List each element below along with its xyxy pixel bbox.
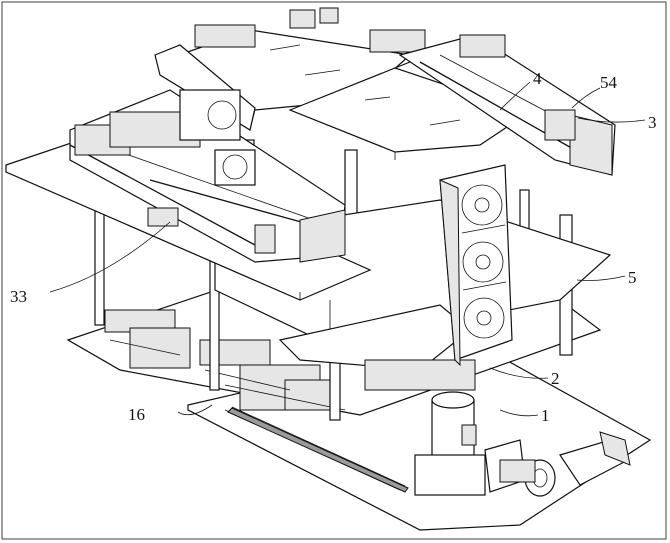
callout-5: 5: [628, 268, 637, 287]
callout-33: 33: [10, 287, 27, 306]
callout-3: 3: [648, 113, 657, 132]
callout-leaders: [49, 81, 646, 417]
callout-54: 54: [600, 73, 618, 92]
fan-stack: [439, 164, 513, 367]
right-module: [398, 34, 616, 176]
callout-2: 2: [551, 369, 560, 388]
callout-labels: 1 2 3 4 5 16 33 54: [10, 69, 657, 425]
callout-16: 16: [128, 405, 145, 424]
rear-fans: [179, 89, 256, 186]
callout-4: 4: [533, 69, 542, 88]
callout-1: 1: [541, 406, 550, 425]
drive-motor: [499, 431, 631, 497]
